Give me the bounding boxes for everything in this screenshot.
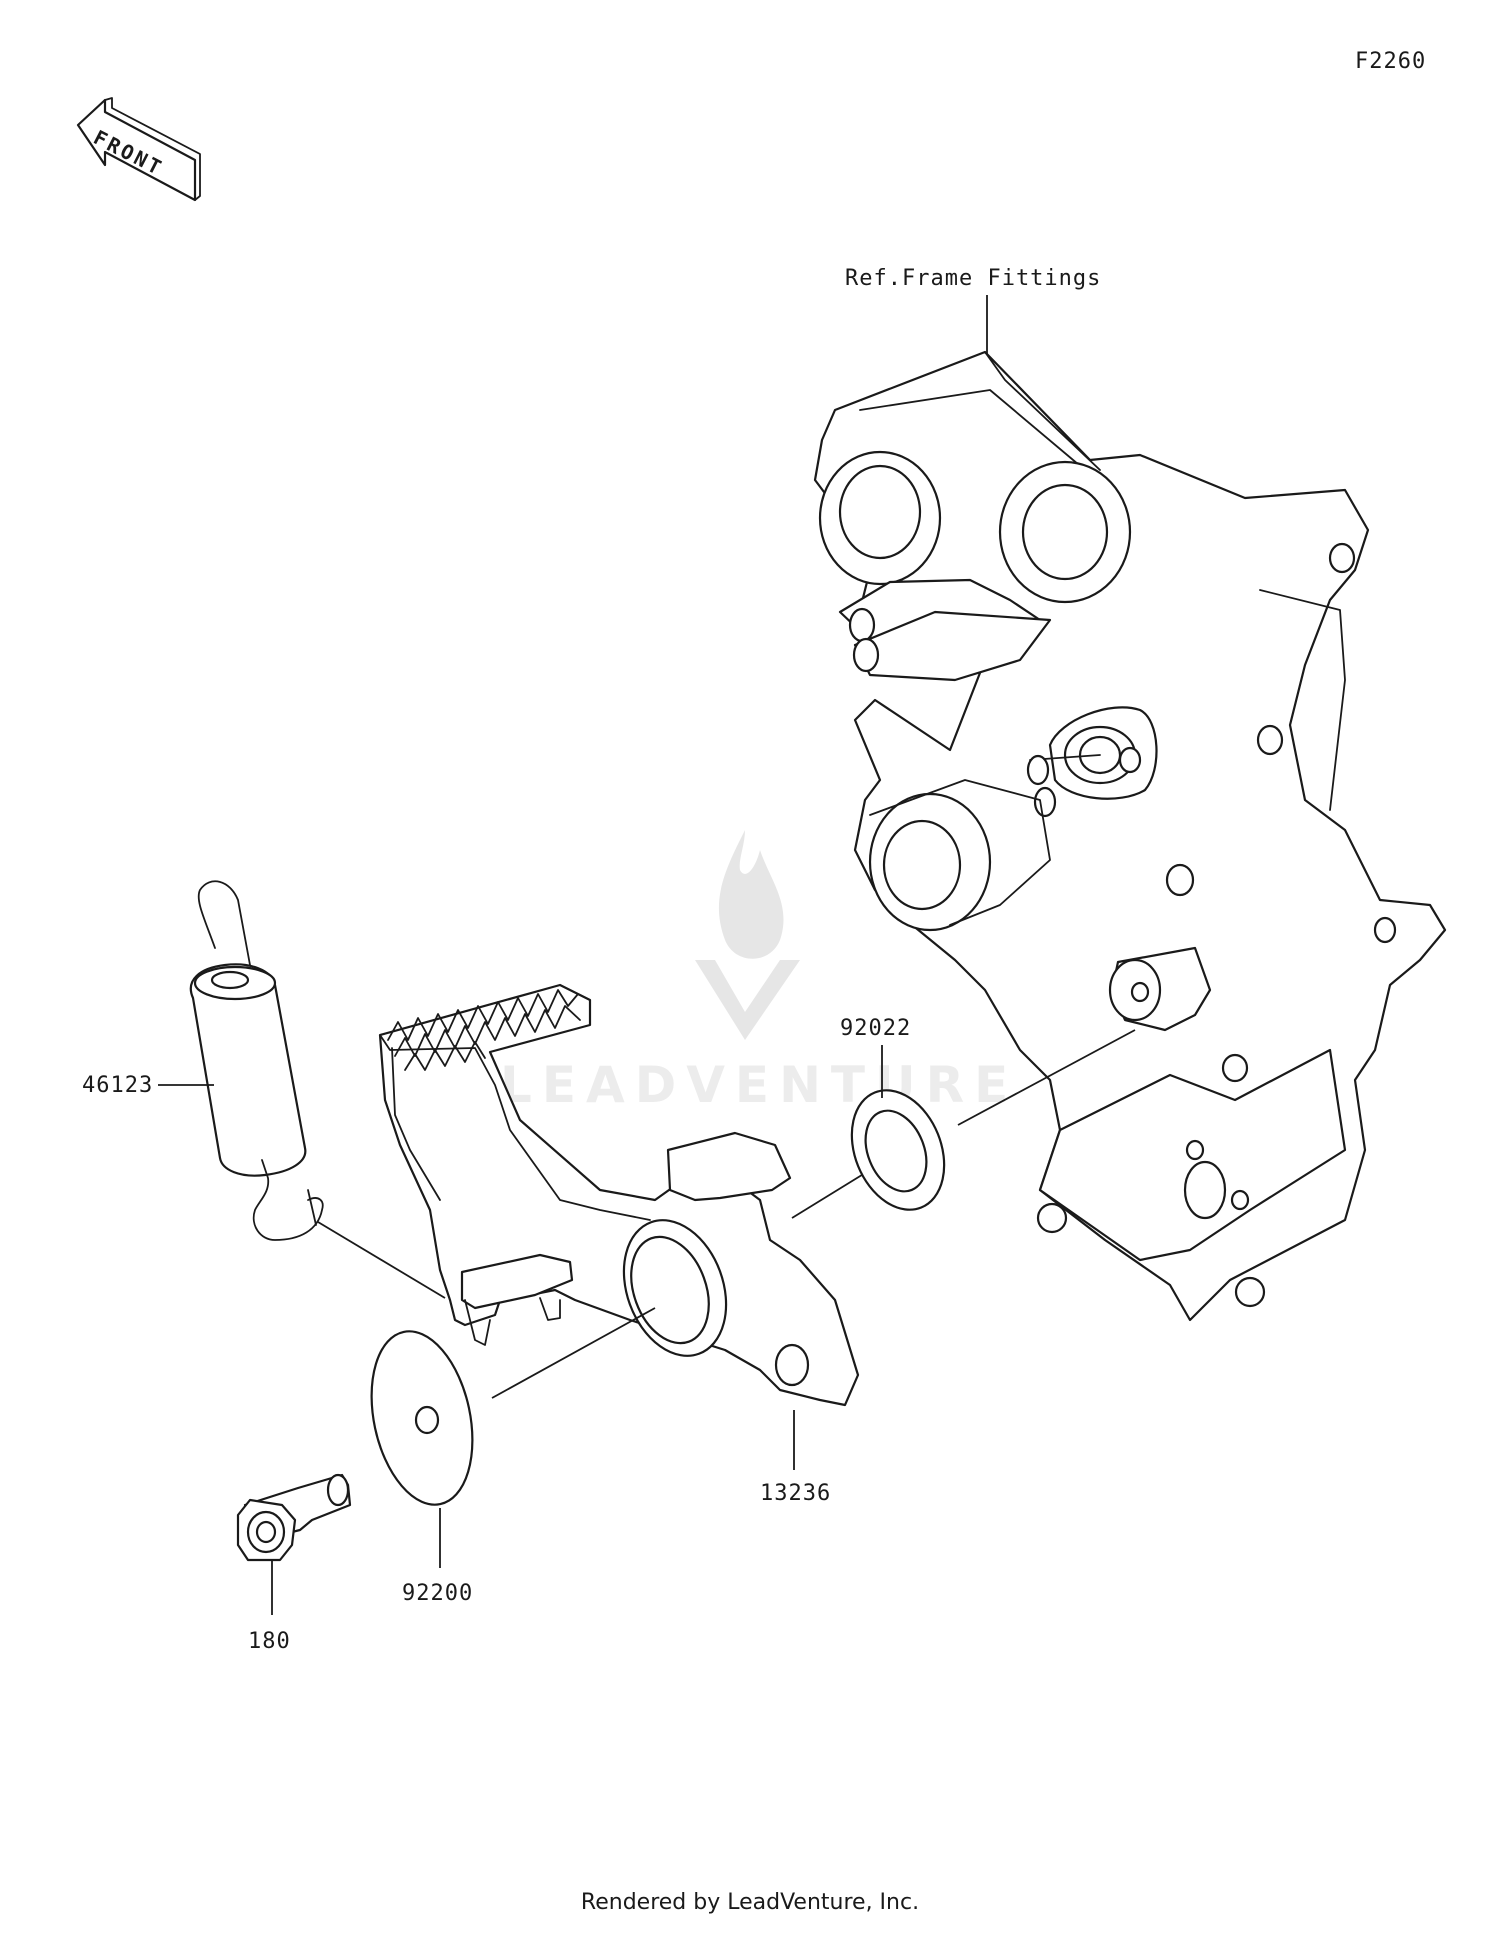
bolt <box>236 1473 352 1562</box>
washer-large <box>370 1330 474 1506</box>
part-label-46123: 46123 <box>82 1073 153 1098</box>
leadventure-watermark: LEADVENTURE <box>500 830 1018 1114</box>
part-label-92022: 92022 <box>840 1016 911 1041</box>
watermark-text: LEADVENTURE <box>500 1056 1018 1114</box>
ref-frame-label: Ref.Frame Fittings <box>845 266 1101 291</box>
part-label-92200: 92200 <box>402 1581 473 1606</box>
frame-fitting-bracket <box>813 350 1447 1322</box>
front-arrow-icon: FRONT <box>76 97 201 202</box>
leader-spring-to-pedal <box>317 1221 446 1299</box>
leader-washer-to-frame <box>957 1029 1136 1126</box>
washer <box>850 1089 946 1211</box>
footer-credit: Rendered by LeadVenture, Inc. <box>580 1890 920 1915</box>
brake-pedal <box>378 983 860 1407</box>
part-label-13236: 13236 <box>760 1481 831 1506</box>
leader-pedal-to-washer <box>791 1169 871 1219</box>
diagram-code: F2260 <box>1355 49 1426 74</box>
pedal-tread-serrations <box>387 989 591 1071</box>
leader-washer-to-pedal <box>491 1307 656 1399</box>
part-label-180: 180 <box>248 1629 291 1654</box>
spring <box>189 880 324 1241</box>
